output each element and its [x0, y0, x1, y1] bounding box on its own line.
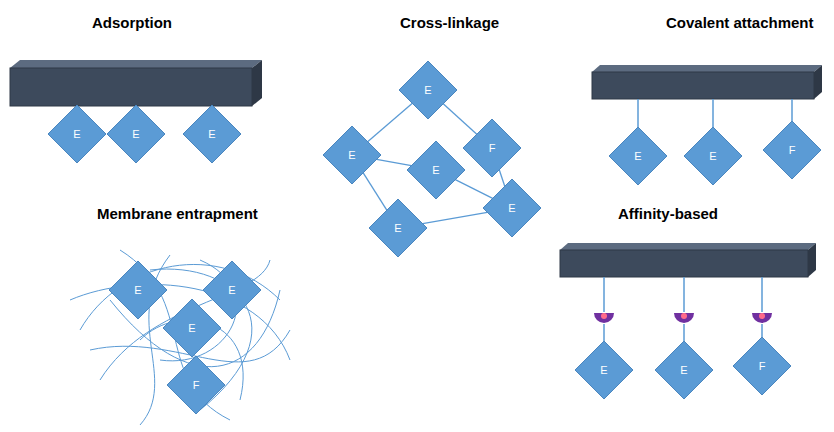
- enzyme-diamond: E: [107, 105, 165, 163]
- enzyme-diamond: E: [684, 127, 742, 185]
- enzyme-diamond: E: [323, 126, 381, 184]
- enzyme-label: E: [323, 126, 381, 184]
- enzyme-diamond: E: [203, 261, 261, 319]
- enzyme-diamond: E: [183, 105, 241, 163]
- cross-link: [499, 170, 505, 187]
- method-title: Affinity-based: [616, 205, 720, 222]
- enzyme-diamond: E: [483, 179, 541, 237]
- affinity-ligand: [594, 313, 772, 323]
- enzyme-diamond: F: [167, 356, 225, 414]
- support-bar: [592, 65, 822, 128]
- cross-link: [423, 212, 488, 223]
- enzyme-label: E: [109, 261, 167, 319]
- enzyme-diamond: F: [763, 121, 821, 179]
- enzyme-label: F: [733, 337, 791, 395]
- enzyme-label: E: [684, 127, 742, 185]
- enzyme-label: E: [163, 299, 221, 357]
- method-title: Membrane entrapment: [95, 205, 260, 222]
- enzyme-diamond: F: [733, 337, 791, 395]
- enzyme-label: E: [369, 199, 427, 257]
- enzyme-diamond: E: [48, 105, 106, 163]
- method-title: Adsorption: [90, 14, 174, 31]
- cross-link: [443, 104, 477, 134]
- enzyme-label: F: [763, 121, 821, 179]
- method-title: Cross-linkage: [398, 14, 501, 31]
- support-bar: [10, 60, 262, 106]
- cross-link: [377, 159, 412, 165]
- enzyme-label: F: [167, 356, 225, 414]
- method-title: Covalent attachment: [664, 14, 816, 31]
- enzyme-diamond: E: [609, 127, 667, 185]
- enzyme-label: F: [463, 119, 521, 177]
- enzyme-diamond: E: [575, 341, 633, 399]
- enzyme-diamond: E: [655, 341, 713, 399]
- enzyme-diamond: F: [463, 119, 521, 177]
- enzyme-label: E: [183, 105, 241, 163]
- cross-link: [363, 173, 387, 210]
- enzyme-label: E: [107, 105, 165, 163]
- enzyme-label: E: [655, 341, 713, 399]
- support-bar: [560, 243, 816, 342]
- enzyme-label: E: [609, 127, 667, 185]
- enzyme-diamond: E: [109, 261, 167, 319]
- enzyme-label: E: [575, 341, 633, 399]
- cross-link: [368, 103, 413, 141]
- enzyme-label: E: [399, 61, 457, 119]
- enzyme-label: E: [48, 105, 106, 163]
- enzyme-label: E: [483, 179, 541, 237]
- cross-link: [455, 180, 492, 199]
- enzyme-diamond: E: [407, 141, 465, 199]
- enzyme-diamond: E: [163, 299, 221, 357]
- membrane-fibres: [70, 250, 290, 425]
- enzyme-label: E: [203, 261, 261, 319]
- enzyme-diamond: E: [369, 199, 427, 257]
- enzyme-label: E: [407, 141, 465, 199]
- enzyme-diamond: E: [399, 61, 457, 119]
